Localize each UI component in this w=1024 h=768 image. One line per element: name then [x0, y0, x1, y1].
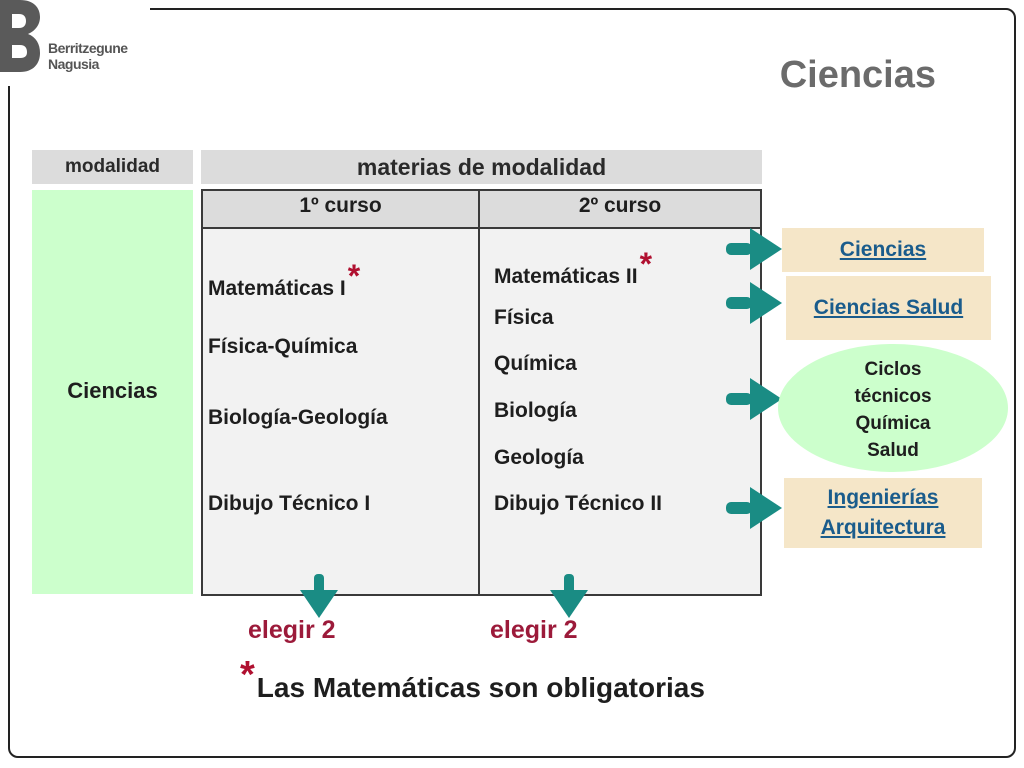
arrow-down-icon [550, 574, 588, 618]
subject-item: Geología [494, 446, 584, 469]
subject-item: Matemáticas I* [208, 258, 361, 300]
outcome-ciencias-link[interactable]: Ciencias [782, 228, 984, 272]
asterisk-mark: * [240, 654, 255, 696]
arrow-down-icon [300, 574, 338, 618]
logo-line1: Berritzegune [48, 40, 128, 56]
logo-line2: Nagusia [48, 56, 99, 72]
logo: Berritzegune Nagusia [0, 0, 150, 86]
table-column-divider [478, 189, 480, 596]
column-header-2: 2º curso [578, 194, 662, 217]
modalidad-label: Ciencias [67, 378, 158, 403]
choose-two-label-2: elegir 2 [490, 616, 578, 644]
arrow-right-icon [726, 282, 782, 324]
arrow-right-icon [726, 487, 782, 529]
modalidad-column [32, 190, 193, 594]
outcome-ciclos-ellipse [778, 344, 1008, 472]
choose-two-label-1: elegir 2 [248, 616, 336, 644]
header-materias: materias de modalidad [201, 150, 762, 184]
subject-item: Dibujo Técnico I [208, 492, 371, 515]
page-title: Ciencias [779, 54, 936, 96]
arrow-right-icon [726, 378, 782, 420]
subject-item: Dibujo Técnico II [494, 492, 663, 515]
subjects-table [201, 189, 762, 596]
subject-item: Biología-Geología [208, 406, 388, 429]
subject-item: Matemáticas II* [494, 246, 653, 288]
footnote: *Las Matemáticas son obligatorias [240, 654, 705, 703]
logo-b-icon [0, 0, 40, 72]
table-header-row [203, 191, 760, 229]
column-header-1: 1º curso [299, 194, 382, 217]
subject-item: Física-Química [208, 335, 358, 358]
header-modalidad: modalidad [32, 150, 193, 184]
subject-item: Química [494, 352, 577, 375]
arrow-right-icon [726, 228, 782, 270]
outcome-ciclos-label: Ciclos técnicos Química Salud [854, 359, 932, 461]
subject-item: Biología [494, 399, 577, 422]
logo-text: Berritzegune Nagusia [48, 40, 128, 72]
outcome-ciencias-salud-link[interactable]: Ciencias Salud [786, 276, 991, 340]
subject-item: Física [494, 306, 554, 329]
outcome-ingenierias-link[interactable]: Ingenierías Arquitectura [784, 478, 982, 548]
asterisk-mark: * [347, 258, 361, 294]
asterisk-mark: * [639, 246, 653, 282]
